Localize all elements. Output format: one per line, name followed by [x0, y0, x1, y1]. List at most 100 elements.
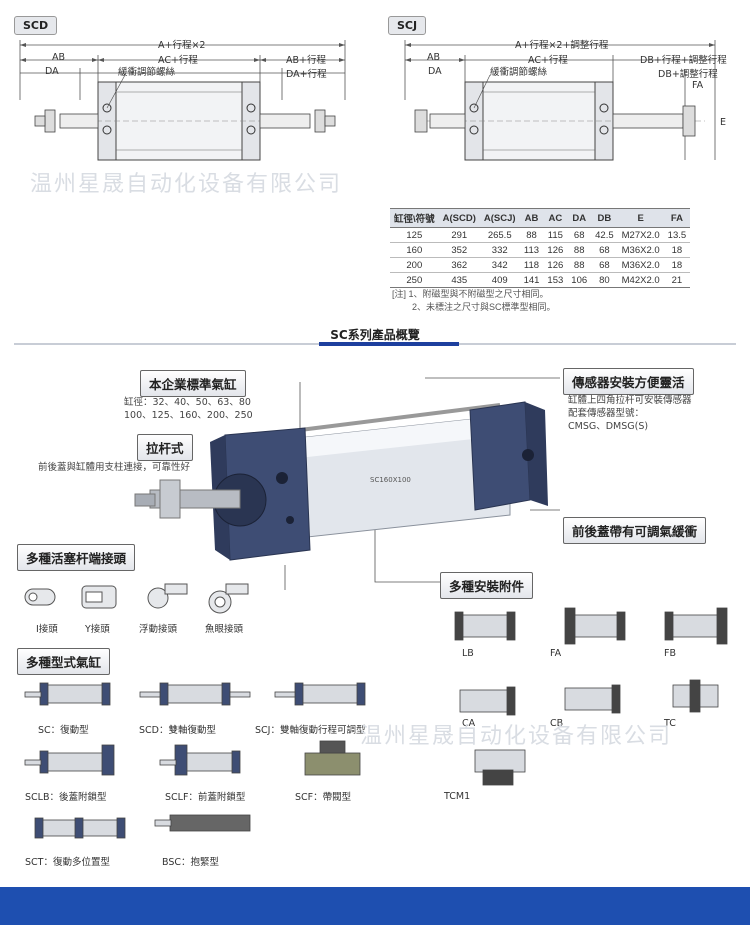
- scj-dim-db2: DB+調整行程: [658, 69, 718, 80]
- accessory-icons: [454, 607, 728, 786]
- label-cushion: 前後蓋帶有可調氣緩衝: [563, 517, 707, 544]
- table-cell: 21: [663, 272, 691, 288]
- spec-th: AC: [543, 208, 568, 228]
- spec-th: 缸徑\符號: [390, 208, 439, 228]
- table-cell: 160: [390, 242, 439, 258]
- table-cell: 291: [438, 227, 480, 243]
- type-sclf: SCLF：前蓋附鎖型: [165, 792, 246, 803]
- scj-dim-e: E: [720, 117, 727, 128]
- table-cell: 13.5: [663, 227, 691, 243]
- accessory-cb: CB: [550, 718, 564, 729]
- cylinder-type-icons: [24, 682, 366, 839]
- type-scf: SCF：帶閥型: [295, 792, 352, 803]
- table-cell: 435: [438, 272, 480, 288]
- scd-dim-top: A+行程×2: [158, 40, 206, 51]
- scd-dim-ab-stroke: AB+行程: [286, 55, 326, 66]
- table-cell: 88: [519, 227, 544, 243]
- table-cell: 153: [543, 272, 568, 288]
- label-rod-ends: 多種活塞杆端接頭: [17, 544, 136, 571]
- accessory-lb: LB: [462, 648, 474, 659]
- type-scd: SCD：雙軸復動型: [139, 725, 216, 736]
- spec-th: A(SCD): [438, 208, 480, 228]
- table-cell: 68: [567, 227, 592, 243]
- watermark-top: 温州星晟自动化设备有限公司: [30, 172, 343, 197]
- scj-dim-top: A+行程×2+調整行程: [515, 40, 609, 51]
- table-cell: 342: [479, 257, 520, 273]
- scj-tag: SCJ: [388, 16, 427, 35]
- type-scj: SCJ：雙軸復動行程可調型: [255, 725, 366, 736]
- note-line-1: [注] 1、附磁型與不附磁型之尺寸相同。: [392, 289, 549, 299]
- rod-end-y: Y接頭: [85, 624, 110, 635]
- table-cell: 409: [479, 272, 520, 288]
- table-cell: 88: [567, 242, 592, 258]
- table-cell: 265.5: [479, 227, 520, 243]
- sensor-desc-2: 配套傳感器型號：: [568, 408, 645, 419]
- table-cell: M36X2.0: [617, 257, 664, 273]
- tierod-desc: 前後蓋與缸體用支柱連接，可靠性好: [38, 462, 191, 473]
- table-cell: 125: [390, 227, 439, 243]
- main-cylinder-illustration: SC160X100: [134, 377, 560, 590]
- spec-table-header: 缸徑\符號 A(SCD) A(SCJ) AB AC DA DB E FA: [390, 208, 691, 228]
- table-cell: 88: [567, 257, 592, 273]
- spec-th: A(SCJ): [479, 208, 520, 228]
- scj-note: 緩衝調節螺絲: [490, 67, 548, 78]
- table-cell: 250: [390, 272, 439, 288]
- overview-divider: [14, 342, 736, 346]
- table-cell: 115: [543, 227, 568, 243]
- table-cell: 332: [479, 242, 520, 258]
- overview-title: SC系列產品概覽: [330, 328, 420, 342]
- type-sc: SC：復動型: [38, 725, 89, 736]
- scd-dim-ab: AB: [52, 52, 66, 63]
- scd-drawing: [19, 40, 346, 161]
- rod-end-floating: 浮動接頭: [139, 624, 178, 635]
- table-cell: 126: [543, 242, 568, 258]
- type-sclb: SCLB：後蓋附鎖型: [25, 792, 107, 803]
- label-tierod: 拉杆式: [137, 434, 193, 461]
- scj-dim-fa: FA: [692, 80, 704, 91]
- accessory-fb: FB: [664, 648, 676, 659]
- standard-desc-1: 缸徑：32、40、50、63、80: [124, 397, 251, 408]
- table-cell: 126: [543, 257, 568, 273]
- footer-bar: [0, 887, 750, 925]
- table-cell: 362: [438, 257, 480, 273]
- scd-note: 緩衝調節螺絲: [118, 67, 176, 78]
- table-cell: 68: [591, 257, 618, 273]
- scj-dim-da: DA: [428, 66, 442, 77]
- type-bsc: BSC：抱緊型: [162, 857, 220, 868]
- scj-dim-ab: AB: [427, 52, 441, 63]
- table-cell: 106: [567, 272, 592, 288]
- table-cell: 68: [591, 242, 618, 258]
- accessory-tc: TC: [664, 718, 676, 729]
- standard-desc-2: 100、125、160、200、250: [124, 410, 253, 421]
- scj-dim-db: DB+行程+調整行程: [640, 55, 727, 66]
- table-cell: M27X2.0: [617, 227, 664, 243]
- spec-th: E: [617, 208, 664, 228]
- accessory-ca: CA: [462, 718, 476, 729]
- table-cell: 141: [519, 272, 544, 288]
- table-cell: M42X2.0: [617, 272, 664, 288]
- table-cell: 352: [438, 242, 480, 258]
- spec-th: DB: [591, 208, 618, 228]
- spec-th: DA: [567, 208, 592, 228]
- table-cell: 200: [390, 257, 439, 273]
- sensor-desc-3: CMSG、DMSG(S): [568, 421, 649, 432]
- type-sct: SCT：復動多位置型: [25, 857, 110, 868]
- label-sensor: 傳感器安裝方便靈活: [563, 368, 694, 395]
- scd-tag: SCD: [14, 16, 58, 35]
- rod-end-fisheye: 魚眼接頭: [205, 624, 244, 635]
- table-cell: 18: [663, 257, 691, 273]
- rod-end-i: I接頭: [36, 624, 58, 635]
- accessory-tcm1: TCM1: [444, 791, 471, 802]
- watermark-bottom: 温州星晟自动化设备有限公司: [360, 724, 673, 749]
- label-accessories: 多種安裝附件: [440, 572, 534, 599]
- spec-th: AB: [519, 208, 544, 228]
- accessory-fa: FA: [550, 648, 562, 659]
- table-cell: 80: [591, 272, 618, 288]
- cylinder-label: SC160X100: [370, 476, 411, 484]
- spec-table: 缸徑\符號 A(SCD) A(SCJ) AB AC DA DB E FA 125…: [390, 208, 691, 288]
- table-cell: 42.5: [591, 227, 618, 243]
- table-cell: M36X2.0: [617, 242, 664, 258]
- label-cylinder-types: 多種型式氣缸: [17, 648, 111, 675]
